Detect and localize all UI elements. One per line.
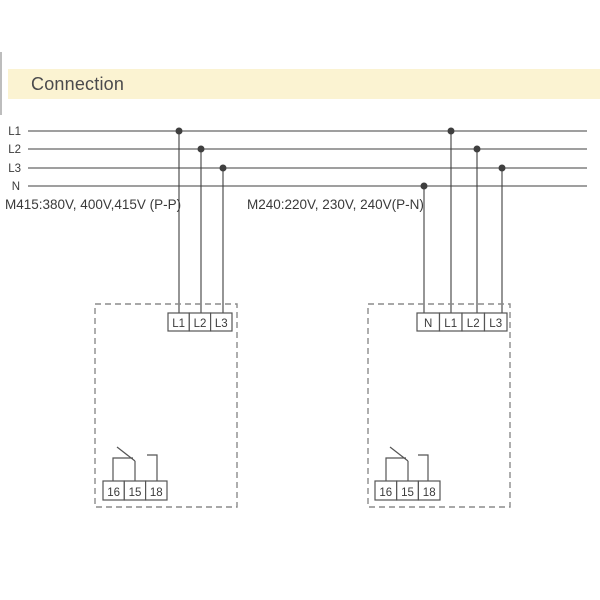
- terminal-label: L2: [467, 318, 480, 330]
- terminal-cell: [417, 480, 441, 501]
- left-voltage-note: M415:380V, 400V,415V (P-P): [5, 197, 181, 212]
- junction-dot: [473, 145, 481, 153]
- junction-dot: [197, 145, 205, 153]
- relay-no-contact: [418, 454, 429, 481]
- terminal-label: L3: [215, 318, 228, 330]
- right-voltage-note: M240:220V, 230V, 240V(P-N): [247, 197, 424, 212]
- junction-dot: [420, 182, 428, 190]
- terminal-label: L1: [444, 318, 457, 330]
- bus-label-n: N: [12, 181, 20, 193]
- terminal-label: 18: [150, 487, 163, 499]
- junction-dot: [447, 127, 455, 135]
- terminal-label: 15: [401, 487, 414, 499]
- junction-dot: [175, 127, 183, 135]
- terminal-label: L3: [489, 318, 502, 330]
- terminal-cell: [483, 312, 508, 332]
- relay-blade: [116, 446, 136, 462]
- terminal-label: L2: [194, 318, 207, 330]
- relay-blade: [389, 446, 409, 462]
- page-edge-line: [0, 52, 2, 115]
- section-header-band: Connection: [8, 69, 600, 99]
- terminal-label: L1: [172, 318, 185, 330]
- terminal-label: 18: [423, 487, 436, 499]
- terminal-label: 16: [379, 487, 392, 499]
- terminal-label: 15: [129, 487, 142, 499]
- terminal-cell: [210, 312, 233, 332]
- bus-label-l1: L1: [8, 126, 21, 138]
- terminal-cell: [145, 480, 168, 501]
- relay-no-contact: [147, 454, 158, 481]
- bus-label-l3: L3: [8, 163, 21, 175]
- relay-nc-contact: [385, 457, 406, 481]
- device-left-outline: [94, 303, 238, 508]
- device-right-outline: [367, 303, 511, 508]
- terminal-label: N: [424, 318, 432, 330]
- junction-dot: [219, 164, 227, 172]
- terminal-label: 16: [107, 487, 120, 499]
- bus-label-l2: L2: [8, 144, 21, 156]
- relay-nc-contact: [112, 457, 133, 481]
- junction-dot: [498, 164, 506, 172]
- section-title: Connection: [31, 73, 125, 94]
